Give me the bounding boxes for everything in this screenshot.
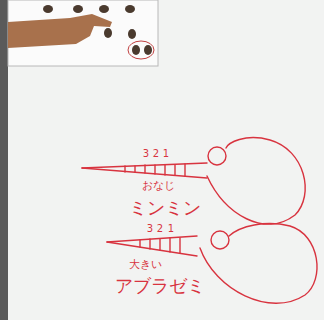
aburazemi-outline	[107, 224, 317, 304]
pointing-hand	[8, 14, 112, 48]
callout-number: 2	[157, 223, 163, 234]
specimen-poster	[8, 0, 158, 66]
note-text: おなじ	[142, 180, 175, 192]
callout-number: 3	[143, 148, 149, 159]
callout-number: 1	[163, 148, 169, 159]
callout-number: 3	[147, 223, 153, 234]
poster-circle	[128, 41, 154, 59]
species-name: アブラゼミ	[115, 276, 205, 296]
callout-number: 1	[168, 223, 174, 234]
callout-number: 2	[153, 148, 159, 159]
species-name: ミンミン	[129, 198, 201, 218]
board-edge	[0, 0, 8, 320]
minmin-outline	[82, 138, 305, 225]
note-text: 大きい	[129, 259, 162, 271]
